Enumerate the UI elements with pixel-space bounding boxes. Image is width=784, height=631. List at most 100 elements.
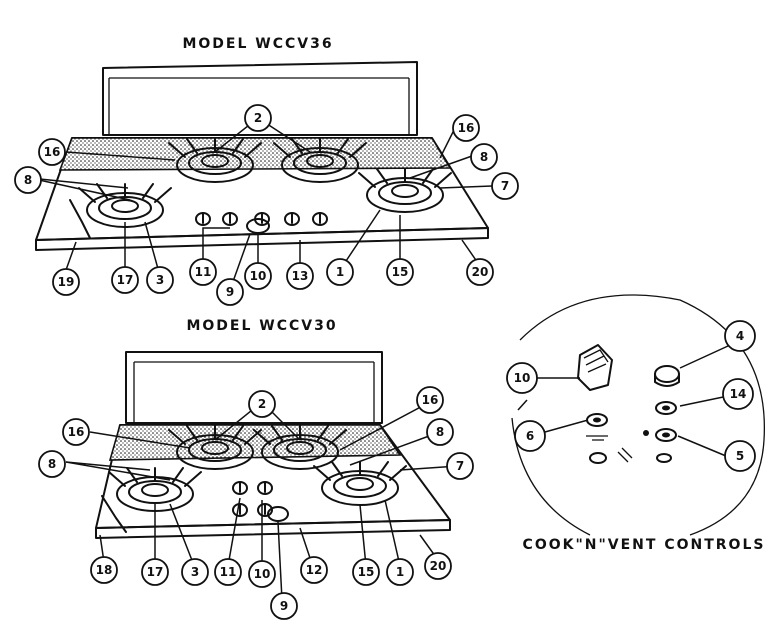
svg-text:9: 9	[226, 285, 234, 299]
svg-text:2: 2	[258, 397, 266, 411]
svg-text:3: 3	[191, 565, 199, 579]
callout-top-13: 13	[286, 262, 314, 290]
callout-bottom-15: 15	[352, 558, 380, 586]
callout-top-10: 10	[244, 262, 272, 290]
knob-3-bottom	[232, 503, 248, 517]
svg-text:8: 8	[48, 457, 56, 471]
callout-bottom-12: 12	[300, 556, 328, 584]
svg-text:3: 3	[156, 273, 164, 287]
mount-part-left	[589, 452, 607, 464]
callout-bottom-17: 17	[141, 558, 169, 586]
leaders-controls	[517, 345, 729, 457]
callout-bottom-16-left: 16	[62, 418, 90, 446]
burner-front-right-bottom	[313, 461, 407, 506]
callout-top-19: 19	[52, 268, 80, 296]
burner-front-left-top	[78, 183, 172, 228]
svg-text:14: 14	[730, 387, 747, 401]
callout-top-17: 17	[111, 266, 139, 294]
title-bottom-model: MODEL WCCV30	[186, 318, 337, 334]
svg-text:12: 12	[306, 563, 323, 577]
callout-top-9: 9	[216, 278, 244, 306]
burner-front-right-top	[358, 168, 452, 213]
svg-text:10: 10	[514, 371, 531, 385]
callout-top-16-left: 16	[38, 138, 66, 166]
callout-top-2: 2	[244, 104, 272, 132]
svg-text:1: 1	[396, 565, 404, 579]
ring-part-14	[655, 401, 677, 415]
svg-text:16: 16	[68, 425, 85, 439]
leaders-bottom	[65, 401, 459, 601]
cooknvent-knob-top	[246, 218, 270, 234]
callout-bottom-9: 9	[270, 592, 298, 620]
callout-bottom-3: 3	[181, 558, 209, 586]
stippled-rear-panel-bottom	[108, 424, 402, 461]
svg-text:17: 17	[117, 273, 134, 287]
title-controls: COOK"N"VENT CONTROLS	[523, 537, 766, 553]
svg-text:11: 11	[195, 265, 212, 279]
edge-trim-bottom	[101, 495, 127, 533]
svg-text:7: 7	[501, 179, 509, 193]
svg-text:16: 16	[458, 121, 475, 135]
callout-controls-10: 10	[506, 362, 538, 394]
callout-bottom-16-right: 16	[416, 386, 444, 414]
svg-text:10: 10	[250, 269, 267, 283]
callout-controls-4: 4	[724, 320, 756, 352]
svg-text:1: 1	[336, 265, 344, 279]
svg-text:15: 15	[358, 565, 375, 579]
svg-text:16: 16	[44, 145, 61, 159]
cooktop-wccv30	[95, 351, 451, 539]
callout-controls-5: 5	[724, 440, 756, 472]
stippled-rear-panel-top	[58, 137, 452, 171]
svg-text:10: 10	[254, 567, 271, 581]
title-top-model: MODEL WCCV36	[182, 36, 333, 52]
cap-part-4	[654, 365, 680, 383]
edge-trim-top	[69, 199, 91, 239]
callout-top-7: 7	[491, 172, 519, 200]
svg-text:16: 16	[422, 393, 439, 407]
callout-bottom-18: 18	[90, 556, 118, 584]
svg-text:13: 13	[292, 269, 309, 283]
cooknvent-knob-bottom	[267, 506, 289, 522]
svg-text:8: 8	[24, 173, 32, 187]
ring-part-5	[655, 428, 677, 442]
callout-top-16-right: 16	[452, 114, 480, 142]
cooktop-wccv36	[35, 61, 489, 251]
knob-1-bottom	[232, 481, 248, 495]
callout-top-1: 1	[326, 258, 354, 286]
svg-text:6: 6	[526, 429, 534, 443]
svg-text:7: 7	[456, 459, 464, 473]
callout-bottom-11: 11	[214, 558, 242, 586]
callout-top-8-left: 8	[14, 166, 42, 194]
svg-text:2: 2	[254, 111, 262, 125]
callout-top-8-right: 8	[470, 143, 498, 171]
callout-bottom-7: 7	[446, 452, 474, 480]
knob-1-top	[195, 212, 211, 226]
knob-4-top	[284, 212, 300, 226]
svg-text:20: 20	[472, 265, 489, 279]
knob-2-top	[222, 212, 238, 226]
mount-part-right	[656, 453, 672, 463]
svg-text:18: 18	[96, 563, 113, 577]
callout-controls-14: 14	[722, 378, 754, 410]
knob-5-top	[312, 212, 328, 226]
svg-text:19: 19	[58, 275, 75, 289]
backsplash-top	[102, 61, 418, 136]
callout-bottom-20: 20	[424, 552, 452, 580]
svg-text:17: 17	[147, 565, 164, 579]
callout-bottom-10: 10	[248, 560, 276, 588]
knob-2-bottom	[257, 481, 273, 495]
callout-top-3: 3	[146, 266, 174, 294]
backsplash-bottom	[125, 351, 383, 424]
callout-bottom-8-right: 8	[426, 418, 454, 446]
callout-controls-6: 6	[514, 420, 546, 452]
callout-bottom-2: 2	[248, 390, 276, 418]
vent-knob-part	[577, 344, 613, 391]
svg-text:8: 8	[436, 425, 444, 439]
svg-text:11: 11	[220, 565, 237, 579]
callout-bottom-8-left: 8	[38, 450, 66, 478]
callout-top-15: 15	[386, 258, 414, 286]
svg-text:15: 15	[392, 265, 409, 279]
callout-top-11: 11	[189, 258, 217, 286]
svg-text:8: 8	[480, 150, 488, 164]
